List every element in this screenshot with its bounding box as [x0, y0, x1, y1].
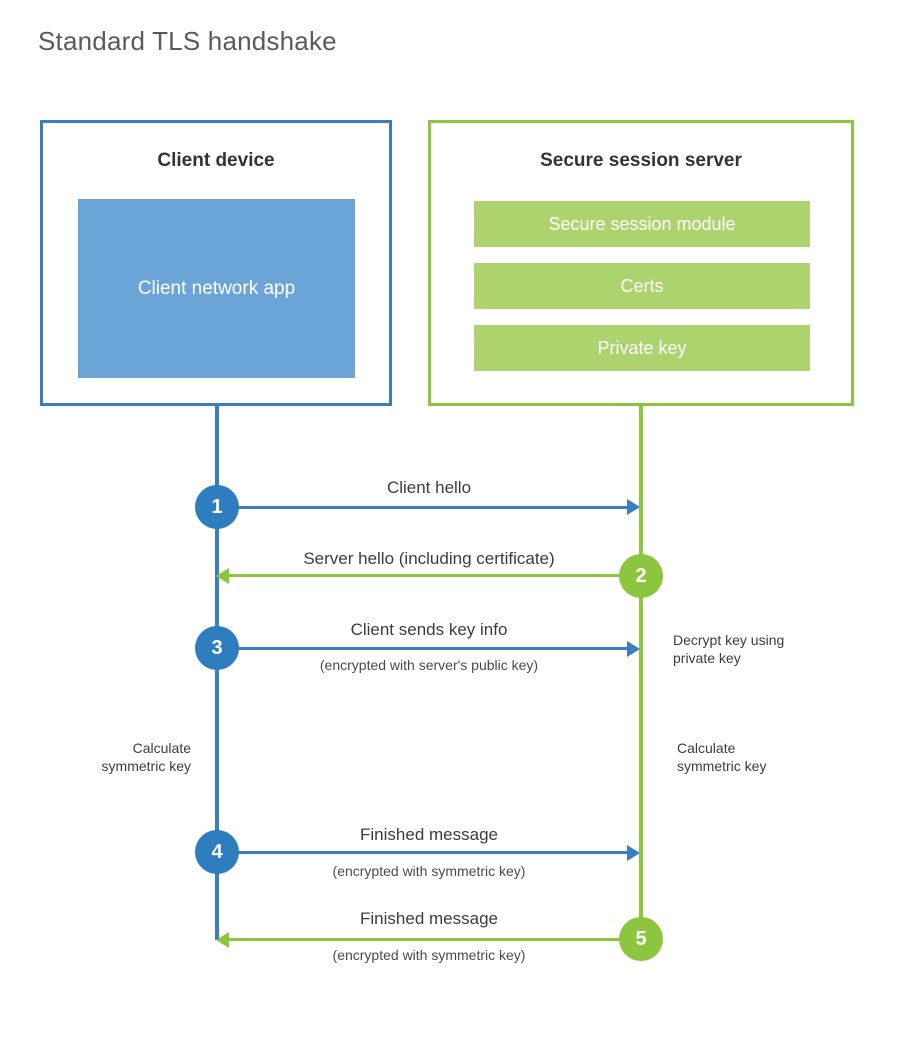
step-1-badge[interactable]: 1 — [195, 485, 239, 529]
secure-session-server-title: Secure session server — [540, 150, 742, 171]
step-2-arrow-line — [229, 574, 641, 577]
step-1-arrow-line — [217, 506, 627, 509]
step-5-badge[interactable]: 5 — [619, 917, 663, 961]
step-4-arrow-head-icon — [627, 845, 640, 861]
server-component-secure-session-module: Secure session module — [474, 201, 810, 247]
client-device-title: Client device — [157, 150, 275, 171]
step-1-label: Client hello — [386, 478, 472, 497]
server-component-certs: Certs — [474, 263, 810, 309]
step-2-arrow-head-icon — [216, 568, 229, 584]
step-5-sublabel: (encrypted with symmetric key) — [332, 947, 526, 963]
step-2-badge[interactable]: 2 — [619, 554, 663, 598]
step-3-badge[interactable]: 3 — [195, 626, 239, 670]
server-calculate-symmetric-key-note: Calculate symmetric key — [677, 740, 767, 775]
client-lifeline — [215, 405, 219, 940]
step-5-arrow-head-icon — [216, 932, 229, 948]
step-4-label: Finished message — [360, 825, 498, 844]
page-title: Standard TLS handshake — [38, 26, 337, 56]
step-3-arrow-line — [217, 647, 627, 650]
server-component-private-key: Private key — [474, 325, 810, 371]
server-lifeline — [639, 405, 643, 940]
step-4-sublabel: (encrypted with symmetric key) — [332, 863, 526, 879]
server-decrypt-note: Decrypt key using private key — [673, 632, 785, 667]
client-device-box: Client device Client network app — [40, 120, 392, 406]
step-1-arrow-head-icon — [627, 499, 640, 515]
server-components-list: Secure session module Certs Private key — [474, 201, 810, 371]
step-3-label: Client sends key info — [350, 620, 508, 639]
step-5-arrow-line — [229, 938, 641, 941]
client-calculate-symmetric-key-note: Calculate symmetric key — [101, 740, 191, 775]
step-4-arrow-line — [217, 851, 627, 854]
step-5-label: Finished message — [360, 909, 498, 928]
step-4-badge[interactable]: 4 — [195, 830, 239, 874]
step-2-label: Server hello (including certificate) — [303, 549, 555, 568]
secure-session-server-box: Secure session server Secure session mod… — [428, 120, 854, 406]
step-3-arrow-head-icon — [627, 641, 640, 657]
step-3-sublabel: (encrypted with server's public key) — [319, 657, 539, 673]
client-network-app-block: Client network app — [78, 199, 355, 378]
